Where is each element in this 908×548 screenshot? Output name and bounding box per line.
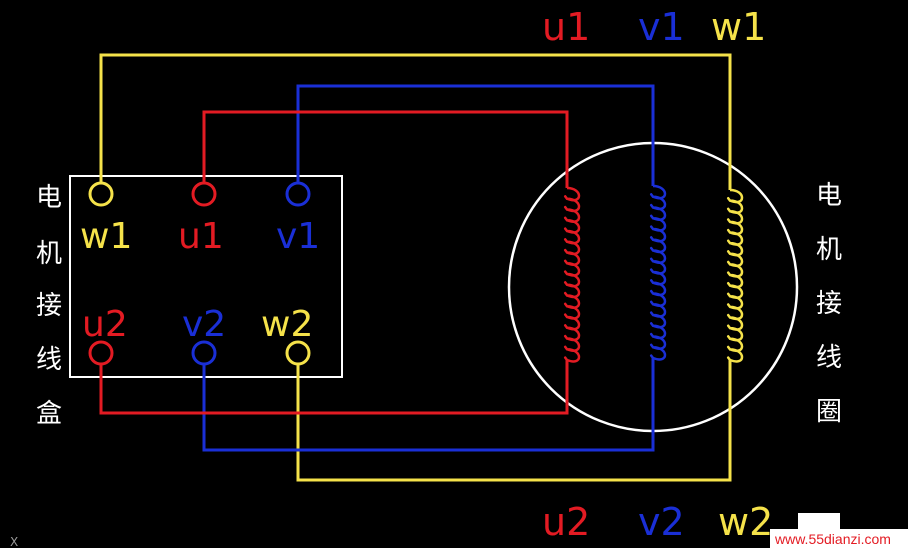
terminal-u1 bbox=[191, 181, 217, 207]
top-label-u1: u1 bbox=[542, 5, 590, 49]
left-caption-char: 接 bbox=[36, 291, 62, 321]
box-label-w1: w1 bbox=[80, 216, 132, 257]
top-label-v1: v1 bbox=[638, 5, 685, 49]
winding-coil-v bbox=[649, 184, 667, 361]
box-label-u1: u1 bbox=[178, 216, 224, 257]
watermark-bar bbox=[770, 529, 908, 548]
box-label-v2: v2 bbox=[182, 304, 226, 345]
right-caption-char: 接 bbox=[816, 289, 842, 319]
left-caption-char: 电 bbox=[36, 183, 62, 213]
right-caption-char: 圈 bbox=[816, 397, 842, 427]
terminal-v2 bbox=[191, 340, 217, 366]
watermark-text: www.55dianzi.com bbox=[774, 531, 891, 547]
right-caption-char: 线 bbox=[816, 343, 842, 373]
wire-u1-top bbox=[202, 110, 569, 188]
corner-mark: X bbox=[10, 535, 18, 548]
winding-coil-u bbox=[563, 186, 581, 363]
terminal-w1 bbox=[88, 181, 114, 207]
right-caption-char: 电 bbox=[816, 181, 842, 211]
left-caption-char: 机 bbox=[36, 239, 62, 269]
watermark-box bbox=[798, 513, 840, 529]
terminal-v1 bbox=[285, 181, 311, 207]
terminal-w2 bbox=[285, 340, 311, 366]
wire-u2-bottom bbox=[99, 360, 569, 415]
box-label-v1: v1 bbox=[276, 216, 320, 257]
wire-v2-bottom bbox=[202, 358, 655, 452]
wire-w1-top bbox=[99, 53, 732, 190]
bottom-label-w2: w2 bbox=[718, 500, 773, 544]
wire-w2-bottom bbox=[296, 360, 732, 482]
bottom-label-u2: u2 bbox=[542, 500, 590, 544]
left-caption-char: 线 bbox=[36, 345, 62, 375]
winding-coil-w bbox=[726, 188, 744, 363]
box-label-w2: w2 bbox=[261, 304, 313, 345]
right-caption-char: 机 bbox=[816, 235, 842, 265]
terminal-box bbox=[69, 175, 343, 378]
left-caption-char: 盒 bbox=[36, 399, 62, 429]
bottom-label-v2: v2 bbox=[638, 500, 685, 544]
terminal-u2 bbox=[88, 340, 114, 366]
top-label-w1: w1 bbox=[711, 5, 766, 49]
wire-v1-top bbox=[296, 84, 655, 186]
box-label-u2: u2 bbox=[82, 304, 128, 345]
